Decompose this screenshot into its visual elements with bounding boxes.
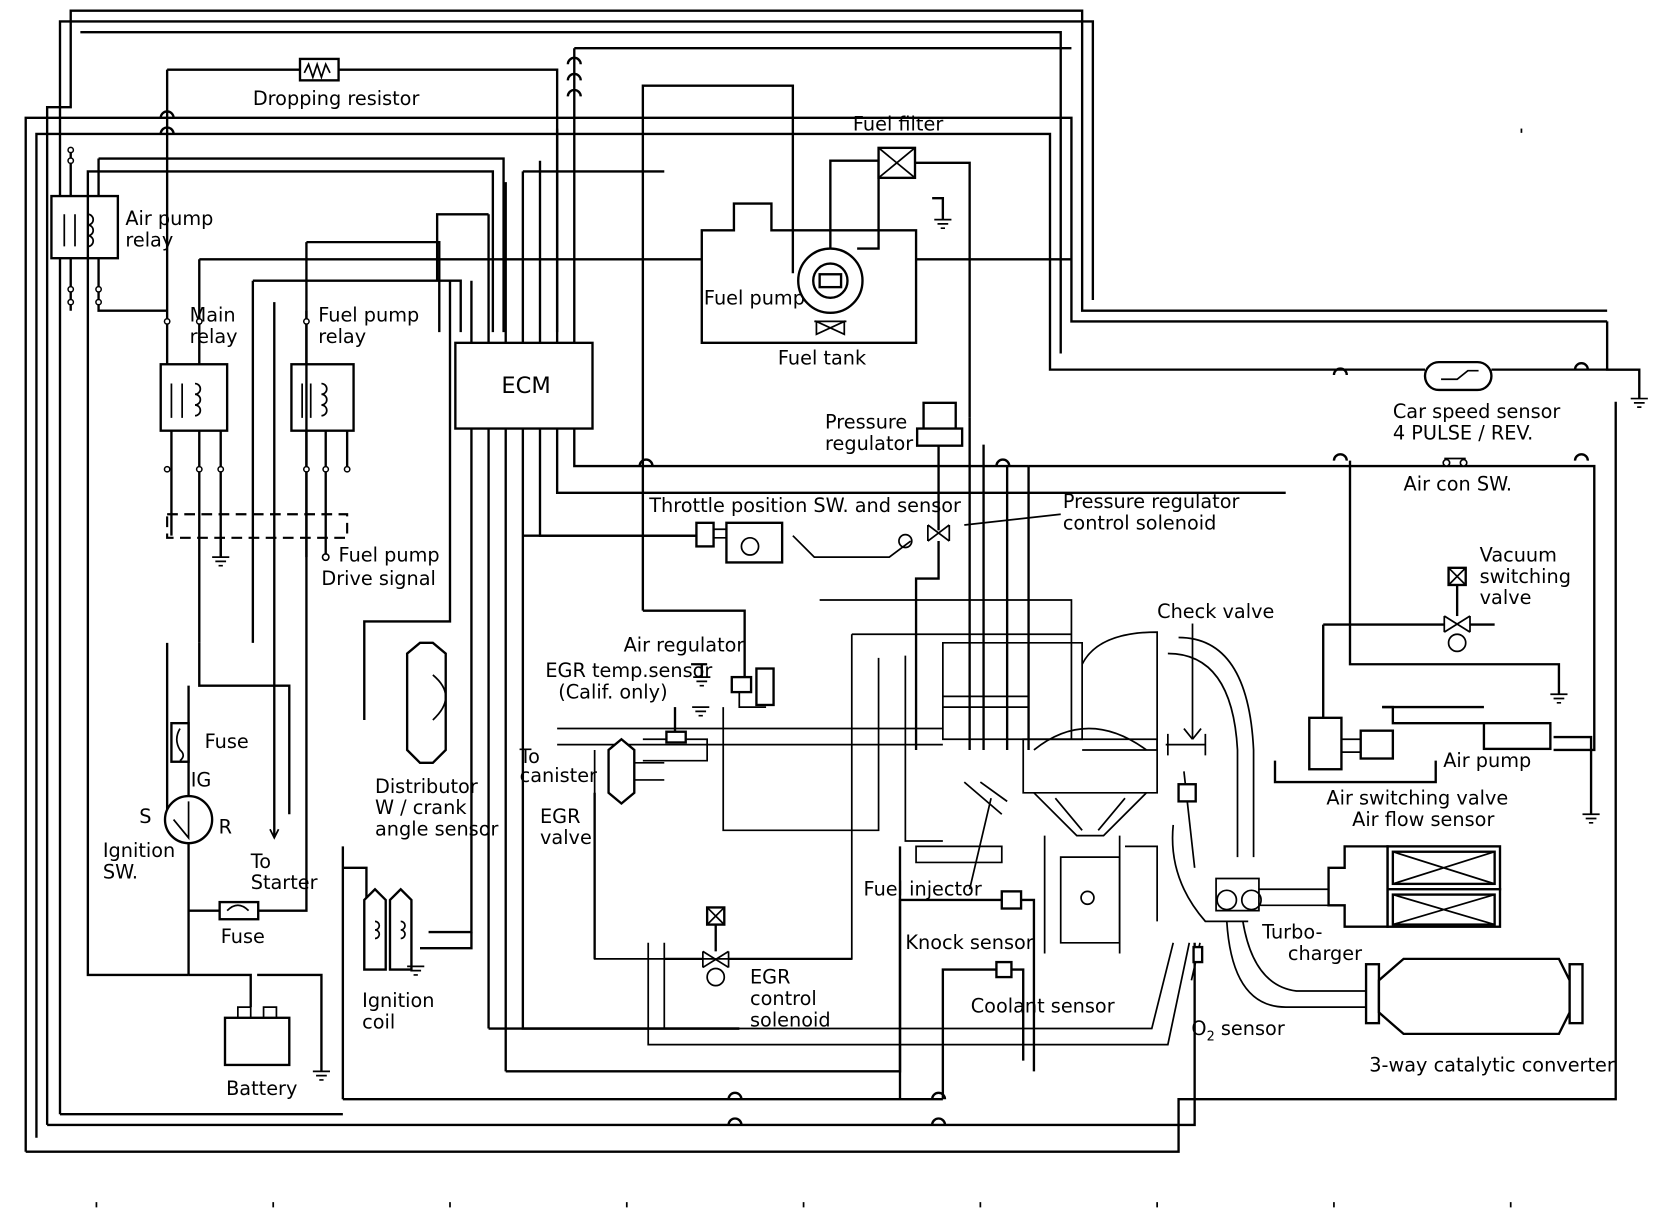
egr-control-solenoid — [664, 906, 852, 987]
main-relay — [159, 258, 1072, 643]
car-speed-sensor-label-2: 4 PULSE / REV. — [1393, 421, 1533, 444]
vacuum-switching-valve — [1322, 460, 1568, 718]
battery-label: Battery — [226, 1077, 297, 1100]
ignition-coil-label-1: Ignition — [362, 989, 434, 1012]
check-valve-label: Check valve — [1157, 600, 1274, 623]
fuse-lower-label: Fuse — [221, 925, 265, 948]
main-relay-label-2: relay — [190, 325, 238, 348]
pressure-regulator-label-2: regulator — [825, 432, 913, 455]
to-canister-label-2: canister — [520, 764, 597, 787]
air-pump-relay-label-1: Air pump — [125, 207, 213, 230]
to-starter-label-2: Starter — [251, 871, 318, 894]
egr-control-label-1: EGR — [750, 966, 791, 989]
fuel-tank-label: Fuel tank — [778, 346, 867, 369]
connector-block — [166, 513, 349, 539]
pr-solenoid-leader — [964, 513, 1061, 526]
air-con-sw-label: Air con SW. — [1404, 473, 1512, 496]
distributor-label-3: angle sensor — [375, 818, 499, 841]
egr-valve — [593, 737, 665, 959]
air-regulator-label: Air regulator — [624, 633, 745, 656]
air-switching-valve — [1273, 716, 1437, 784]
knock-sensor — [898, 890, 1036, 1100]
egr-control-label-2: control — [750, 987, 817, 1010]
air-pump-label: Air pump — [1443, 749, 1531, 772]
ignition-coil — [341, 846, 473, 1100]
ig-label: IG — [191, 768, 212, 791]
check-valve — [1165, 623, 1207, 756]
o2-sensor-label: O2 sensor — [1191, 1017, 1284, 1044]
fuse-upper-label: Fuse — [205, 730, 249, 753]
drive-signal-terminal — [321, 553, 330, 562]
distributor — [363, 280, 452, 764]
page-ticks — [95, 128, 1523, 1208]
car-speed-sensor — [1423, 360, 1648, 408]
fuel-injector-label: Fuel injector — [864, 878, 982, 901]
catalytic-converter — [1364, 957, 1584, 1036]
coolant-sensor-label: Coolant sensor — [971, 994, 1115, 1017]
car-speed-sensor-label-1: Car speed sensor — [1393, 400, 1561, 423]
egr-control-label-3: solenoid — [750, 1008, 831, 1031]
fuel-pump-label: Fuel pump — [704, 286, 805, 309]
dropping-resistor-label: Dropping resistor — [253, 87, 420, 110]
o2-sensor — [1190, 942, 1204, 981]
egr-temp-sensor — [665, 706, 710, 744]
r-label: R — [219, 816, 232, 839]
egr-temp-sensor-label-2: (Calif. only) — [558, 681, 667, 704]
relay-terminals — [67, 146, 351, 473]
air-pump-relay — [50, 149, 505, 333]
to-canister-label-1: To — [519, 745, 540, 768]
vacuum-switching-label-3: valve — [1480, 586, 1532, 609]
outer-wiring — [24, 9, 1641, 1153]
engine — [557, 599, 1372, 1046]
to-starter-arrow — [269, 828, 280, 840]
knock-sensor-label: Knock sensor — [905, 931, 1033, 954]
air-pump-relay-label-2: relay — [125, 228, 173, 251]
fuel-pump-relay-label-1: Fuel pump — [318, 303, 419, 326]
throttle-position-label: Throttle position SW. and sensor — [648, 494, 961, 517]
fuel-pump-drive-label-1: Fuel pump — [339, 543, 440, 566]
distributor-label-1: Distributor — [375, 775, 478, 798]
turbocharger-label-2: charger — [1288, 942, 1362, 965]
air-flow-sensor — [1327, 845, 1502, 928]
ecm-label: ECM — [501, 373, 550, 399]
coolant-sensor — [941, 960, 1025, 1100]
fuel-pump-drive-label-2: Drive signal — [321, 567, 435, 590]
fuel-pump-relay — [251, 240, 462, 825]
air-flow-sensor-label: Air flow sensor — [1352, 808, 1494, 831]
ignition-sw-label-1: Ignition — [103, 839, 175, 862]
egr-valve-label-2: valve — [540, 826, 592, 849]
ignition-switch — [86, 170, 495, 977]
air-pump — [1382, 705, 1600, 824]
fuel-pump-relay-label-2: relay — [318, 325, 366, 348]
pressure-regulator — [914, 401, 1009, 750]
catalytic-converter-label: 3-way catalytic converter — [1369, 1053, 1615, 1076]
throttle-position-sensor — [522, 521, 913, 564]
egr-valve-label-1: EGR — [540, 805, 581, 828]
pressure-regulator-label-1: Pressure — [825, 411, 907, 434]
fuel-injector-leader — [968, 797, 992, 890]
turbocharger-label-1: Turbo- — [1261, 921, 1322, 944]
fuel-injector-icon — [979, 781, 1008, 803]
pr-solenoid-label-2: control solenoid — [1063, 511, 1217, 534]
fuel-filter-label: Fuel filter — [853, 113, 943, 136]
air-regulator — [642, 609, 775, 708]
air-switching-valve-label: Air switching valve — [1326, 787, 1508, 810]
ignition-sw-label-2: SW. — [103, 861, 138, 884]
egr-temp-sensor-label-1: EGR temp.sensor — [545, 659, 712, 682]
s-label: S — [139, 805, 151, 828]
ignition-coil-label-2: coil — [362, 1011, 395, 1034]
to-starter-label-1: To — [250, 850, 271, 873]
pr-solenoid-label-1: Pressure regulator — [1063, 490, 1240, 513]
distributor-label-2: W / crank — [375, 796, 467, 819]
battery — [188, 973, 330, 1081]
air-con-switch — [1442, 457, 1468, 467]
fuel-tank — [641, 84, 971, 611]
ground-symbol — [212, 556, 230, 567]
vacuum-switching-label-2: switching — [1480, 565, 1571, 588]
vacuum-switching-label-1: Vacuum — [1480, 543, 1557, 566]
